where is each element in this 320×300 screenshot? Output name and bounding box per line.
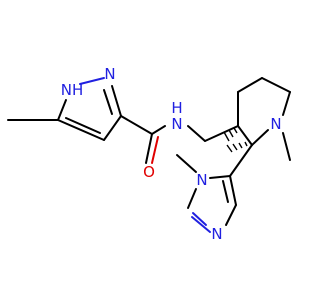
bond-c3-carbonyl <box>120 115 153 135</box>
bond-carbonyl-o-double <box>151 136 159 164</box>
bond-nh-ch2 <box>187 125 206 142</box>
bond-pip-c6-n1 <box>282 91 291 116</box>
bond-c3-c4 <box>103 115 122 141</box>
bond-im-n-methyl <box>176 154 197 173</box>
bond-ch2-c3pip <box>204 125 239 142</box>
bond-im-c4-n3 <box>225 204 237 226</box>
bond-pip-c2-c3 <box>237 125 253 146</box>
bond-pip-n-methyl <box>282 132 291 161</box>
atom-o-carbonyl: O <box>143 163 155 181</box>
stereo-hash-c2 <box>226 141 248 153</box>
bond-pip-c4-c5 <box>237 77 263 93</box>
atom-n-imidazole-methyl: N <box>196 171 207 189</box>
bond-c2-imidazole <box>229 144 253 177</box>
bond-n2-c3 <box>111 85 122 117</box>
bond-pip-n1-c2 <box>251 129 269 146</box>
atom-nh-pyrazole: NH <box>61 81 84 99</box>
stereo-hash-c3 <box>223 127 238 142</box>
bond-n2-c3-double <box>103 89 113 115</box>
atom-h-amide: H <box>171 99 182 117</box>
bond-c4-c5 <box>57 119 105 141</box>
atom-n-pyrazole: N <box>104 65 115 83</box>
bond-im-c5-c4 <box>229 175 237 206</box>
bond-im-n3-c2-double <box>192 212 207 226</box>
bond-pip-c5-c6 <box>261 77 291 93</box>
bond-c5-n1 <box>57 99 67 121</box>
bond-n1-n2 <box>79 77 105 85</box>
bond-im-c2-n1 <box>187 188 197 209</box>
atom-n-piperidine: N <box>270 115 281 133</box>
bond-carbonyl-o <box>145 133 153 164</box>
bond-im-n3-c2 <box>191 216 211 233</box>
molecule-structure: NH N N H O N N N <box>7 65 291 243</box>
bond-c4-c5-double <box>65 117 101 134</box>
bond-im-c5-c4-double <box>222 180 229 203</box>
bond-im-c5-n1 <box>209 175 231 179</box>
atom-n-imidazole: N <box>211 225 222 243</box>
bond-carbonyl-nh <box>151 125 166 135</box>
atom-n-amide: N <box>171 115 182 133</box>
